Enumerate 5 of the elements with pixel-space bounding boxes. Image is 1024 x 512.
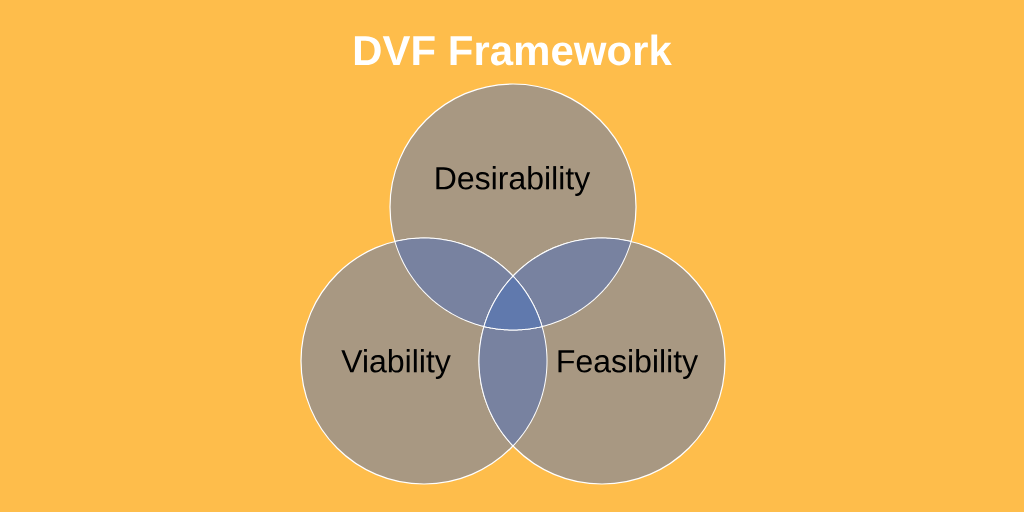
overlap-region [512,237,632,328]
title: DVF Framework [354,34,672,66]
center-overlap-region [483,275,543,331]
overlap-region [394,237,514,328]
overlap-region [478,326,548,447]
